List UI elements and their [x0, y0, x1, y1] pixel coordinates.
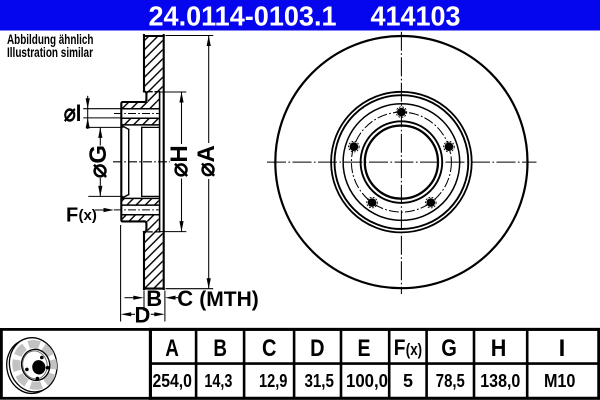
svg-text:5: 5: [403, 371, 413, 391]
svg-text:138,0: 138,0: [480, 371, 520, 391]
svg-text:B: B: [213, 335, 227, 362]
svg-text:B: B: [146, 286, 162, 311]
svg-text:F: F: [394, 335, 406, 360]
svg-text:H: H: [491, 335, 507, 362]
svg-text:M10: M10: [544, 371, 576, 391]
svg-text:31,5: 31,5: [304, 371, 334, 391]
svg-text:E: E: [358, 335, 371, 362]
svg-text:C (MTH): C (MTH): [177, 286, 258, 311]
svg-text:D: D: [310, 335, 324, 362]
svg-text:G: G: [441, 335, 457, 362]
svg-text:14,3: 14,3: [204, 371, 232, 391]
svg-text:F: F: [66, 204, 78, 226]
svg-text:D: D: [135, 302, 151, 327]
svg-text:(x): (x): [406, 340, 422, 359]
svg-text:12,9: 12,9: [259, 371, 287, 391]
svg-text:24.0114-0103.1: 24.0114-0103.1: [149, 1, 337, 32]
svg-text:I: I: [559, 335, 566, 362]
svg-text:⌀I: ⌀I: [64, 100, 82, 127]
svg-text:100,0: 100,0: [346, 371, 388, 391]
svg-text:254,0: 254,0: [152, 371, 192, 391]
svg-text:⌀G: ⌀G: [85, 145, 112, 178]
svg-text:414103: 414103: [371, 1, 461, 32]
svg-text:⌀H: ⌀H: [166, 145, 193, 177]
svg-text:⌀A: ⌀A: [193, 145, 220, 177]
svg-text:A: A: [165, 335, 179, 362]
svg-text:Abbildung ähnlich: Abbildung ähnlich: [7, 31, 94, 47]
svg-text:(x): (x): [79, 207, 97, 224]
svg-text:C: C: [262, 335, 276, 362]
svg-text:Illustration similar: Illustration similar: [7, 44, 93, 60]
svg-text:78,5: 78,5: [436, 371, 465, 391]
